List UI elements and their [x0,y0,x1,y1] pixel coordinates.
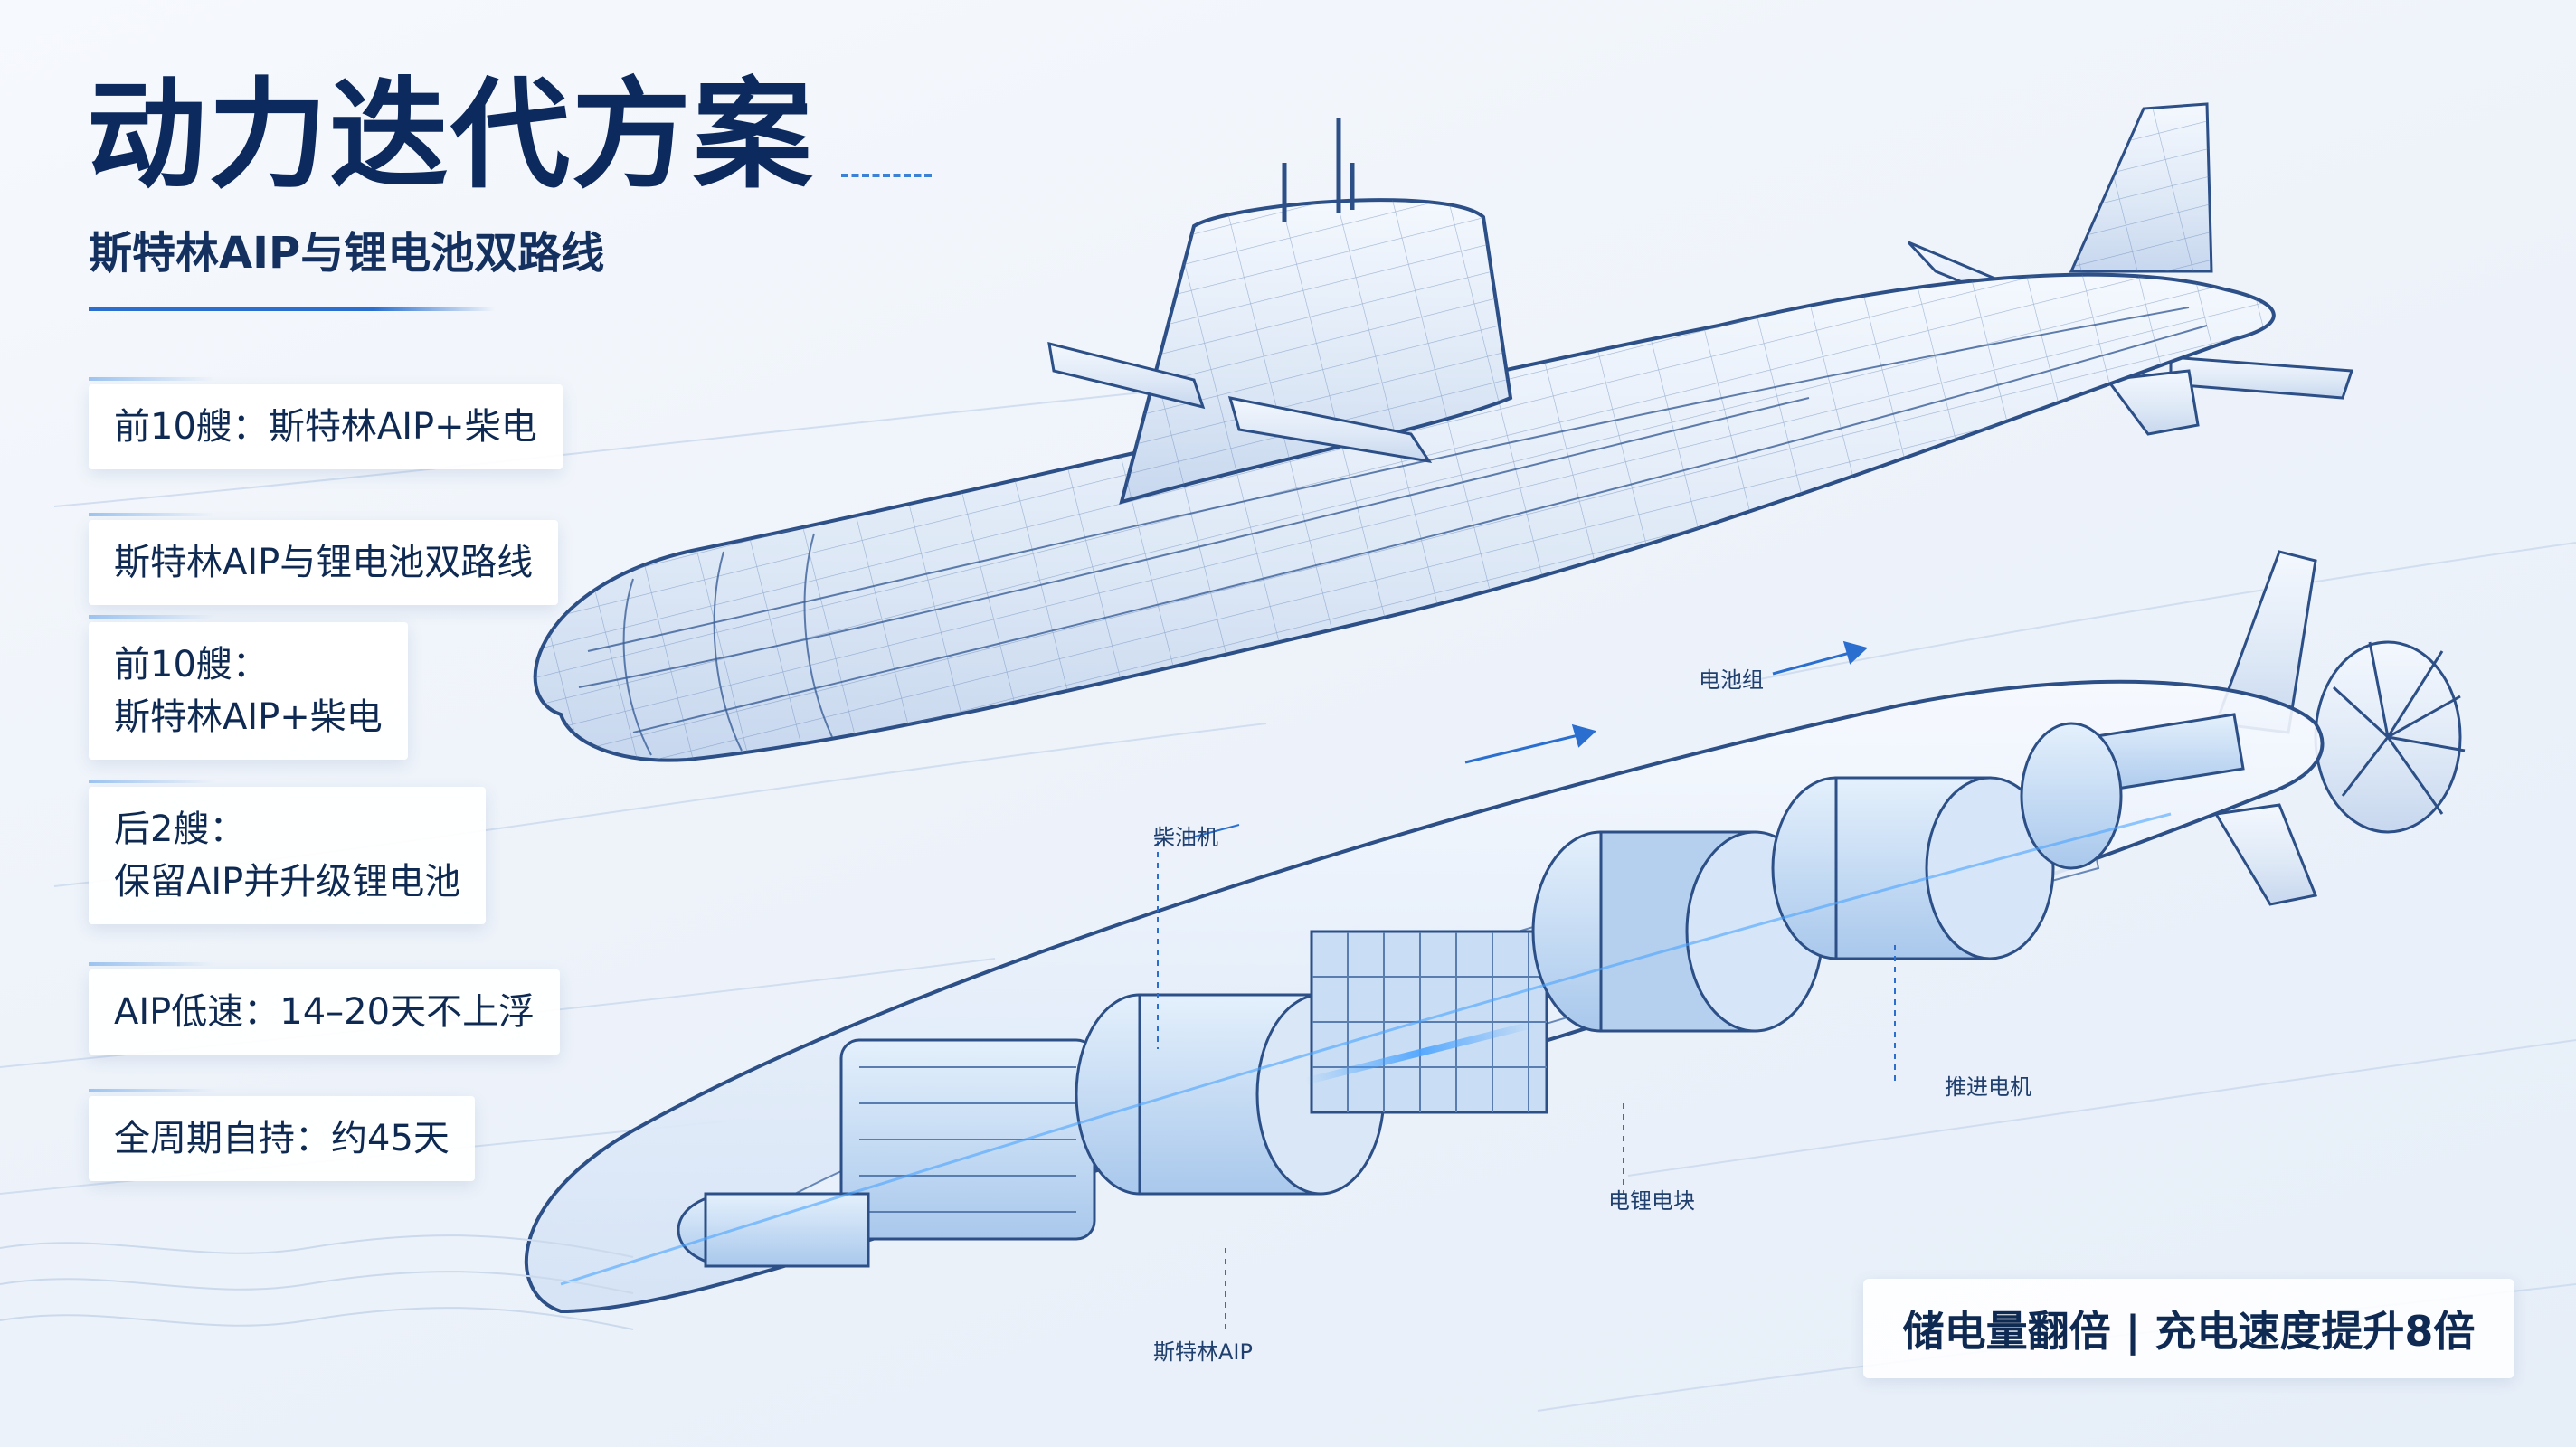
info-card-line: 前10艘： [114,644,269,686]
info-card-1: 前10艘：斯特林AIP+柴电 [89,377,563,469]
summary-banner: 储电量翻倍 | 充电速度提升8倍 [1863,1279,2514,1378]
title-accent-line [841,174,932,177]
info-card-3: 前10艘： 斯特林AIP+柴电 [89,615,408,760]
callout-propulsion-motor: 推进电机 [1945,1074,2031,1100]
submarine-cutaway [525,550,2466,1314]
info-card-line: 斯特林AIP与锂电池双路线 [114,542,534,583]
page-title: 动力迭代方案 [87,66,814,205]
info-card-line: AIP低速：14–20天不上浮 [114,991,535,1033]
decorative-waves [0,1234,634,1330]
info-card-line: 保留AIP并升级锂电池 [114,861,461,903]
info-card-4: 后2艘： 保留AIP并升级锂电池 [89,780,487,924]
info-card-line: 前10艘：斯特林AIP+柴电 [114,406,537,448]
callout-diesel-engine: 柴油机 [1153,825,1218,850]
callout-stirling-aip: 斯特林AIP [1153,1339,1253,1365]
info-card-line: 斯特林AIP+柴电 [114,696,383,738]
info-card-6: 全周期自持：约45天 [89,1089,475,1181]
callout-battery-pack: 电池组 [1699,667,1764,693]
callout-leaders [1157,640,1896,1329]
component-stirling-aip [677,1038,1096,1268]
submarine-top-wireframe [533,102,2354,762]
callout-lithium-battery: 电锂电块 [1608,1188,1695,1214]
propeller [2314,640,2466,834]
page-subtitle: 斯特林AIP与锂电池双路线 [89,228,605,279]
component-battery-pack [1310,930,1548,1114]
info-card-2: 斯特林AIP与锂电池双路线 [89,513,559,605]
info-card-line: 后2艘： [114,809,246,850]
info-card-5: AIP低速：14–20天不上浮 [89,962,561,1055]
info-card-line: 全周期自持：约45天 [114,1118,450,1159]
subtitle-divider [89,307,496,311]
